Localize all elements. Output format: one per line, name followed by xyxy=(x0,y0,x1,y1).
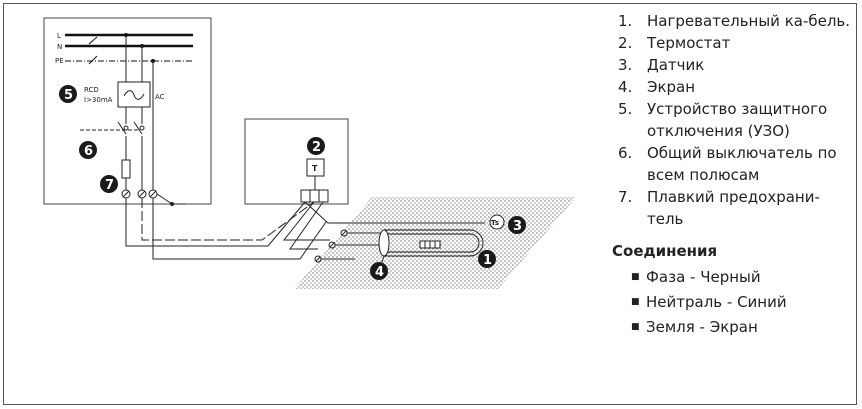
connections-list: ■Фаза - Черный ■Нейтраль - Синий ■Земля … xyxy=(618,266,854,338)
svg-text:3: 3 xyxy=(513,219,522,234)
legend: 1.Нагревательный ка-бель. 2.Термостат 3.… xyxy=(612,10,854,341)
legend-item-4: 4.Экран xyxy=(618,78,696,96)
junction-dots xyxy=(124,33,155,63)
badge-5: 5 xyxy=(59,85,77,103)
ac-label: AC xyxy=(155,93,165,101)
badge-2: 2 xyxy=(307,137,325,155)
svg-text:2: 2 xyxy=(312,140,321,155)
svg-text:6: 6 xyxy=(84,144,93,159)
connection-item-neutral: ■Нейтраль - Синий xyxy=(631,293,787,311)
bullet-icon: ■ xyxy=(631,322,640,332)
line-label-l: L xyxy=(57,32,61,40)
badge-7: 7 xyxy=(100,175,118,193)
badge-4: 4 xyxy=(370,262,388,280)
legend-item-2: 2.Термостат xyxy=(618,34,731,52)
legend-item-1: 1.Нагревательный ка-бель. xyxy=(618,12,851,30)
line-label-n: N xyxy=(57,43,62,51)
svg-text:1: 1 xyxy=(483,253,492,268)
bullet-icon: ■ xyxy=(631,297,640,307)
vertical-wires xyxy=(125,35,154,190)
rcd-symbol xyxy=(123,90,145,100)
badge-3: 3 xyxy=(508,216,526,234)
rcd-rating: I>30mA xyxy=(84,96,113,104)
legend-item-5: 5.Устройство защитного отключения (УЗО) xyxy=(618,100,828,140)
distribution-board xyxy=(43,17,212,205)
svg-text:4: 4 xyxy=(375,265,384,280)
floor-wires xyxy=(321,232,384,260)
all-pole-switch xyxy=(80,121,145,135)
thermostat-box xyxy=(244,118,349,205)
connection-item-phase: ■Фаза - Черный xyxy=(631,268,761,286)
bullet-icon: ■ xyxy=(631,272,640,282)
board-to-thermostat-cables xyxy=(125,198,327,260)
fuse xyxy=(121,159,131,179)
badge-6: 6 xyxy=(79,141,97,159)
supply-lines xyxy=(65,33,193,65)
legend-item-3: 3.Датчик xyxy=(618,56,705,74)
component-list: 1.Нагревательный ка-бель. 2.Термостат 3.… xyxy=(618,10,854,230)
svg-text:7: 7 xyxy=(105,178,114,193)
thermostat-to-floor-cables xyxy=(282,201,485,250)
heating-cable xyxy=(378,229,484,257)
sensor-symbol: Ts xyxy=(491,219,499,227)
connection-item-earth: ■Земля - Экран xyxy=(631,318,758,336)
badge-1: 1 xyxy=(478,250,496,268)
thermostat-terminals xyxy=(300,189,329,203)
thermostat-symbol: T xyxy=(312,164,318,173)
legend-item-7: 7.Плавкий предохрани-тель xyxy=(618,188,820,228)
board-terminals xyxy=(121,189,186,206)
sensor-circle xyxy=(489,214,505,230)
legend-item-6: 6.Общий выключатель по всем полюсам xyxy=(618,144,837,184)
connections-title: Соединения xyxy=(612,242,718,260)
svg-text:5: 5 xyxy=(64,88,73,103)
rcd-label: RCD xyxy=(84,86,99,94)
badge-4-leader xyxy=(381,255,385,263)
wiring-diagram: L N PE RCD I>30mA AC xyxy=(43,17,576,289)
line-label-pe: PE xyxy=(55,57,64,65)
